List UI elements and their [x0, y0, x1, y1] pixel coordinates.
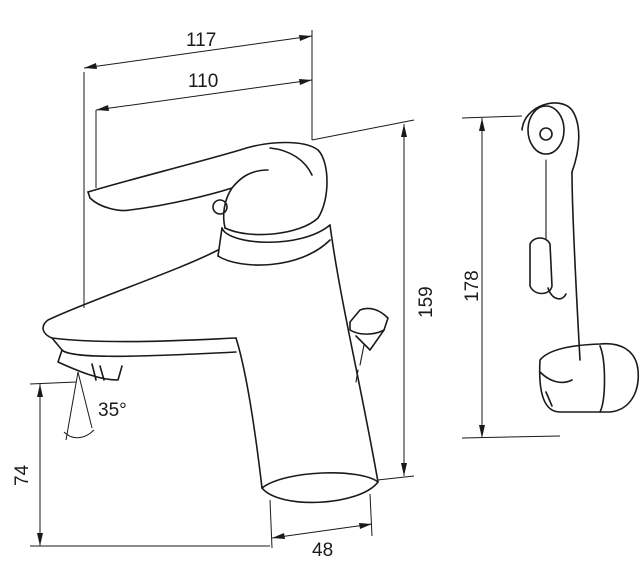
dimension-117-label: 117: [186, 30, 216, 51]
faucet-lever: [87, 141, 328, 236]
dimension-48: [269, 493, 373, 549]
dimension-74: [29, 381, 270, 547]
dimension-178-label: 178: [462, 270, 483, 302]
dimension-48-label: 48: [312, 540, 333, 561]
dimension-117: [83, 30, 313, 308]
dimension-159-label: 159: [416, 286, 437, 318]
pop-up-rod: [349, 307, 389, 383]
faucet-body: [217, 224, 379, 504]
dimension-178: [461, 115, 561, 439]
dimension-110-label: 110: [188, 71, 218, 92]
angle-35: [63, 371, 95, 441]
dimension-74-label: 74: [12, 464, 33, 486]
faucet-spout: [42, 249, 237, 381]
dimension-159: [311, 119, 415, 481]
angle-35-label: 35°: [98, 400, 127, 421]
hand-spray: [521, 102, 639, 413]
dimension-110: [95, 79, 313, 188]
